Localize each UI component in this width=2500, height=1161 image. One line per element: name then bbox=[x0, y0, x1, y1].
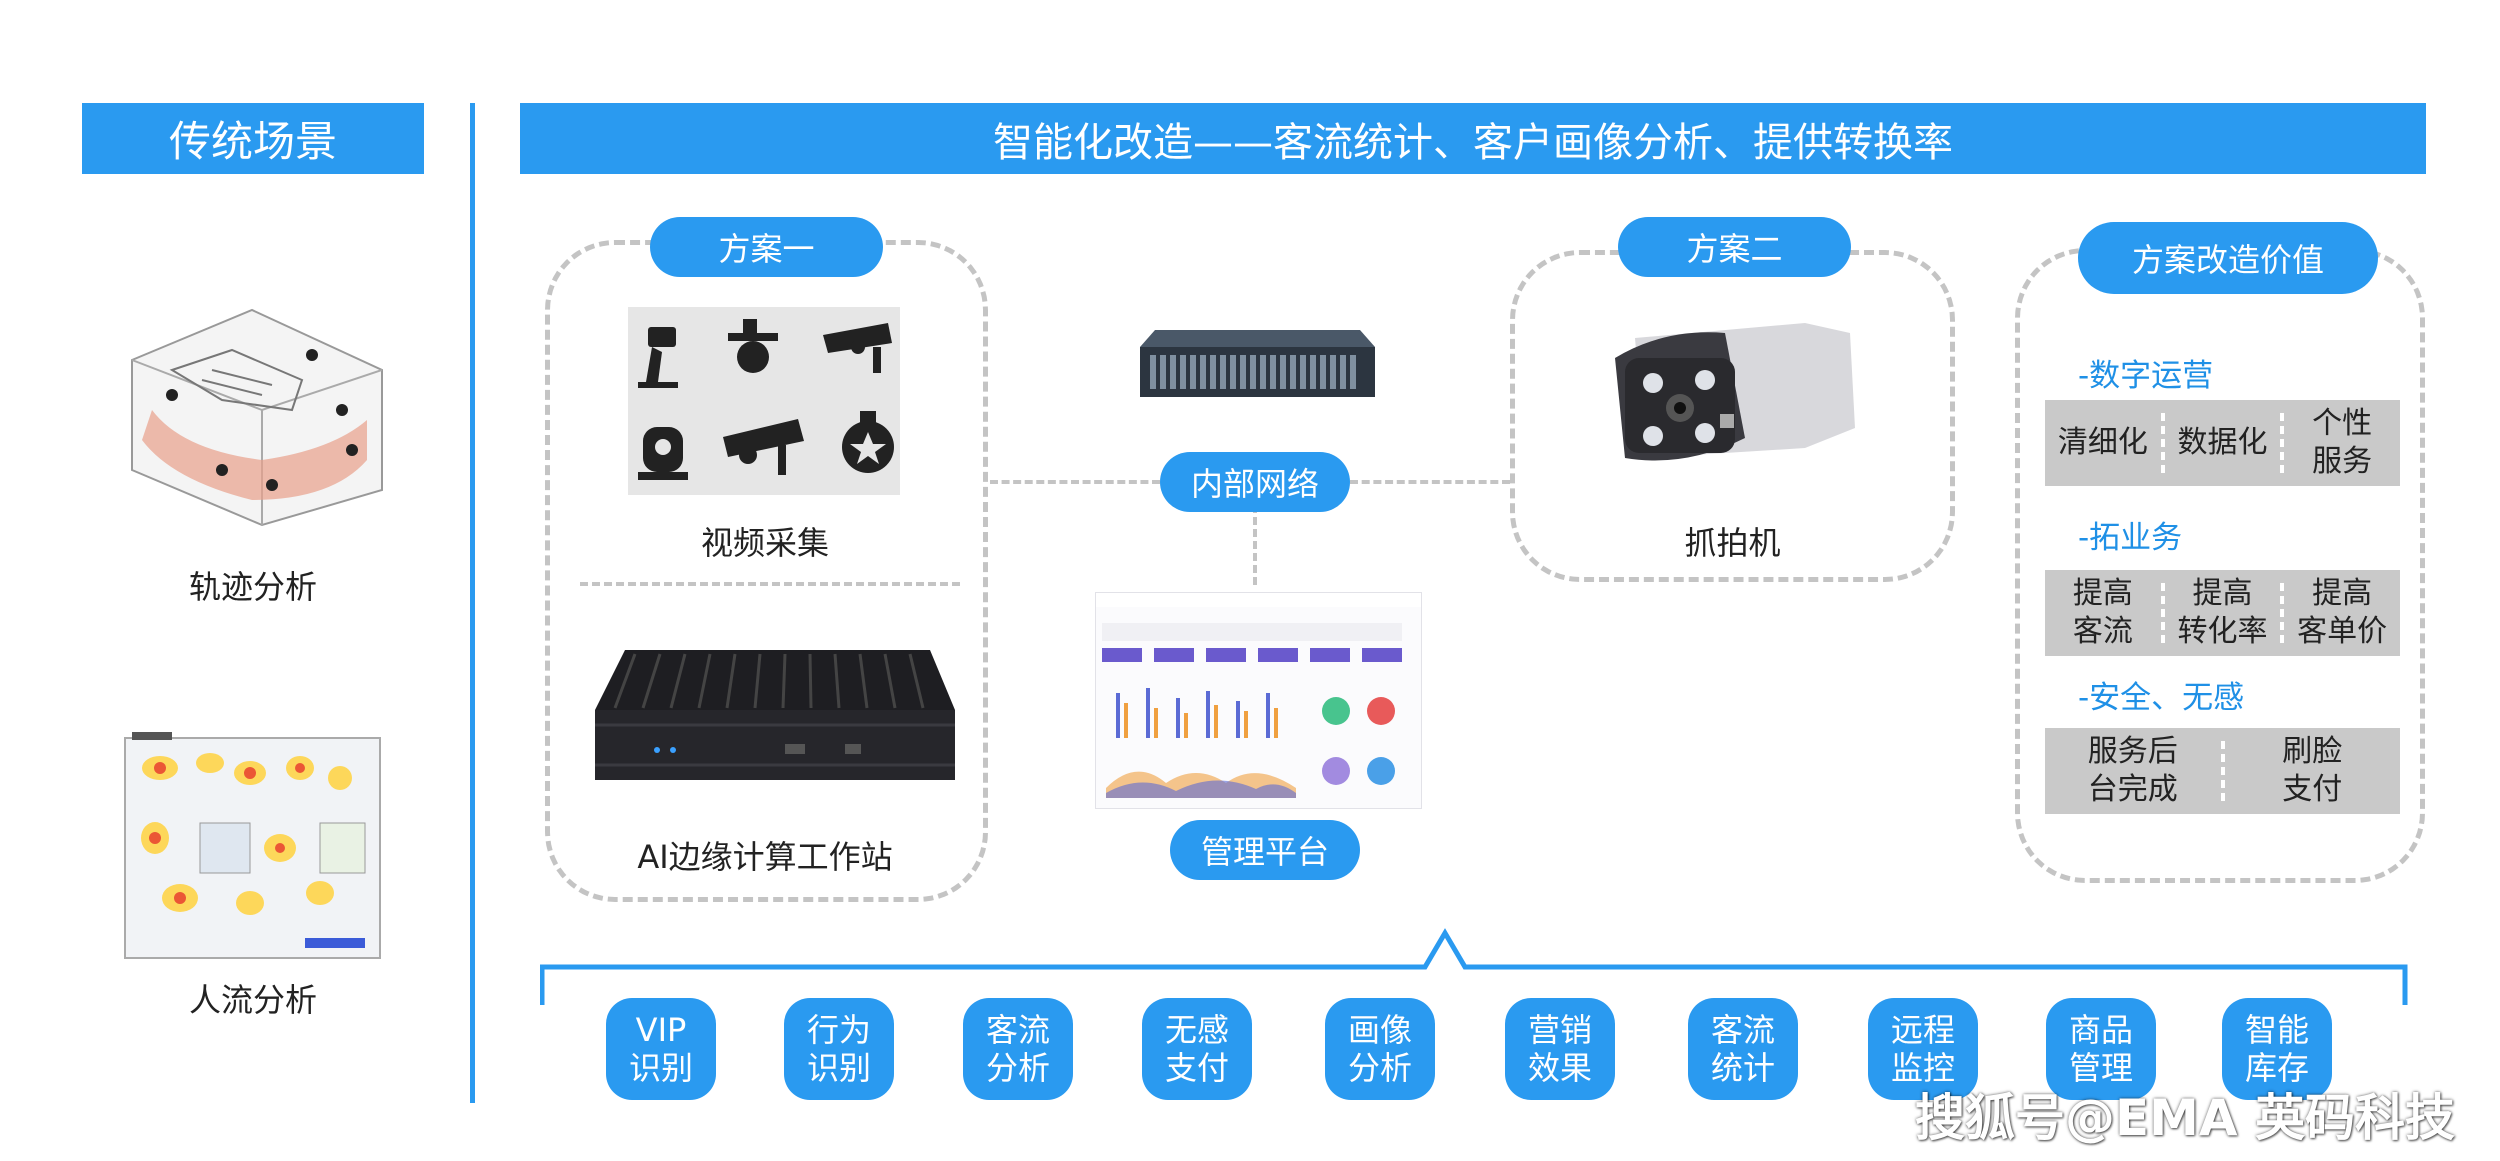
value-cell: 提高 转化率 bbox=[2177, 576, 2268, 649]
camera-icons-grid bbox=[628, 307, 900, 495]
network-line-down bbox=[1253, 505, 1257, 585]
feature-portrait-analysis: 画像 分析 bbox=[1325, 998, 1435, 1100]
main-title: 智能化改造——客流统计、客户画像分析、提供转换率 bbox=[993, 119, 1953, 166]
watermark: 搜狐号@EMA 英码科技 bbox=[1915, 1089, 2456, 1147]
edge-workstation-image bbox=[585, 640, 960, 795]
value-group-1-heading: -数字运营 bbox=[2078, 358, 2214, 394]
feature-traffic-analysis: 客流 分析 bbox=[963, 998, 1073, 1100]
video-caption: 视频采集 bbox=[700, 524, 829, 562]
plan1-pill: 方案一 bbox=[650, 217, 883, 277]
feature-traffic-statistics: 客流 统计 bbox=[1688, 998, 1798, 1100]
trajectory-illustration bbox=[112, 300, 392, 530]
value-separator bbox=[2280, 412, 2285, 474]
feature-seamless-payment: 无感 支付 bbox=[1142, 998, 1252, 1100]
value-cell: 清细化 bbox=[2057, 425, 2148, 460]
value-group-3-heading: -安全、无感 bbox=[2078, 680, 2245, 716]
left-item-crowd-label: 人流分析 bbox=[188, 981, 317, 1019]
feature-product-management: 商品 管理 bbox=[2046, 998, 2156, 1100]
value-cell: 提高 客流 bbox=[2072, 576, 2133, 649]
left-title-banner: 传统场景 bbox=[82, 103, 424, 174]
camera-caption: 抓拍机 bbox=[1684, 524, 1781, 562]
platform-pill: 管理平台 bbox=[1170, 820, 1360, 880]
value-group-1-box: 清细化 数据化 个性 服务 bbox=[2045, 400, 2400, 486]
left-item-trajectory-label: 轨迹分析 bbox=[188, 568, 317, 606]
feature-smart-inventory: 智能 库存 bbox=[2222, 998, 2332, 1100]
value-cell: 提高 客单价 bbox=[2297, 576, 2388, 649]
edge-caption: AI边缘计算工作站 bbox=[637, 838, 893, 876]
network-label: 内部网络 bbox=[1190, 465, 1319, 503]
value-pill: 方案改造价值 bbox=[2078, 222, 2378, 294]
plan1-divider bbox=[580, 582, 960, 586]
plan2-pill: 方案二 bbox=[1618, 217, 1851, 277]
value-cell: 个性 服务 bbox=[2312, 406, 2373, 479]
value-separator bbox=[2160, 412, 2165, 474]
value-cell: 数据化 bbox=[2177, 425, 2268, 460]
left-title: 传统场景 bbox=[168, 117, 337, 166]
platform-label: 管理平台 bbox=[1200, 833, 1329, 871]
value-group-3-box: 服务后 台完成 刷脸 支付 bbox=[2045, 728, 2400, 814]
value-group-2-heading: -拓业务 bbox=[2078, 520, 2183, 556]
heatmap-illustration bbox=[120, 728, 390, 968]
feature-remote-monitoring: 远程 监控 bbox=[1868, 998, 1978, 1100]
feature-bracket bbox=[539, 925, 2410, 1005]
feature-vip-recognition: VIP 识别 bbox=[606, 998, 716, 1100]
value-cell: 刷脸 支付 bbox=[2282, 734, 2343, 807]
feature-marketing-effect: 营销 效果 bbox=[1505, 998, 1615, 1100]
value-title: 方案改造价值 bbox=[2131, 241, 2324, 279]
platform-dashboard-image bbox=[1095, 592, 1422, 809]
column-divider bbox=[470, 103, 475, 1103]
value-group-2-box: 提高 客流 提高 转化率 提高 客单价 bbox=[2045, 570, 2400, 656]
value-cell: 服务后 台完成 bbox=[2087, 734, 2178, 807]
capture-camera-image bbox=[1605, 318, 1860, 483]
feature-behavior-recognition: 行为 识别 bbox=[784, 998, 894, 1100]
server-image bbox=[1135, 325, 1380, 405]
plan2-label: 方案二 bbox=[1686, 230, 1783, 268]
network-pill: 内部网络 bbox=[1160, 452, 1350, 512]
main-title-banner: 智能化改造——客流统计、客户画像分析、提供转换率 bbox=[520, 103, 2426, 174]
value-separator bbox=[2280, 582, 2285, 644]
plan1-label: 方案一 bbox=[718, 230, 815, 268]
value-separator bbox=[2160, 582, 2165, 644]
network-line-right bbox=[1350, 480, 1510, 484]
network-line-left bbox=[990, 480, 1160, 484]
value-separator bbox=[2220, 740, 2225, 802]
